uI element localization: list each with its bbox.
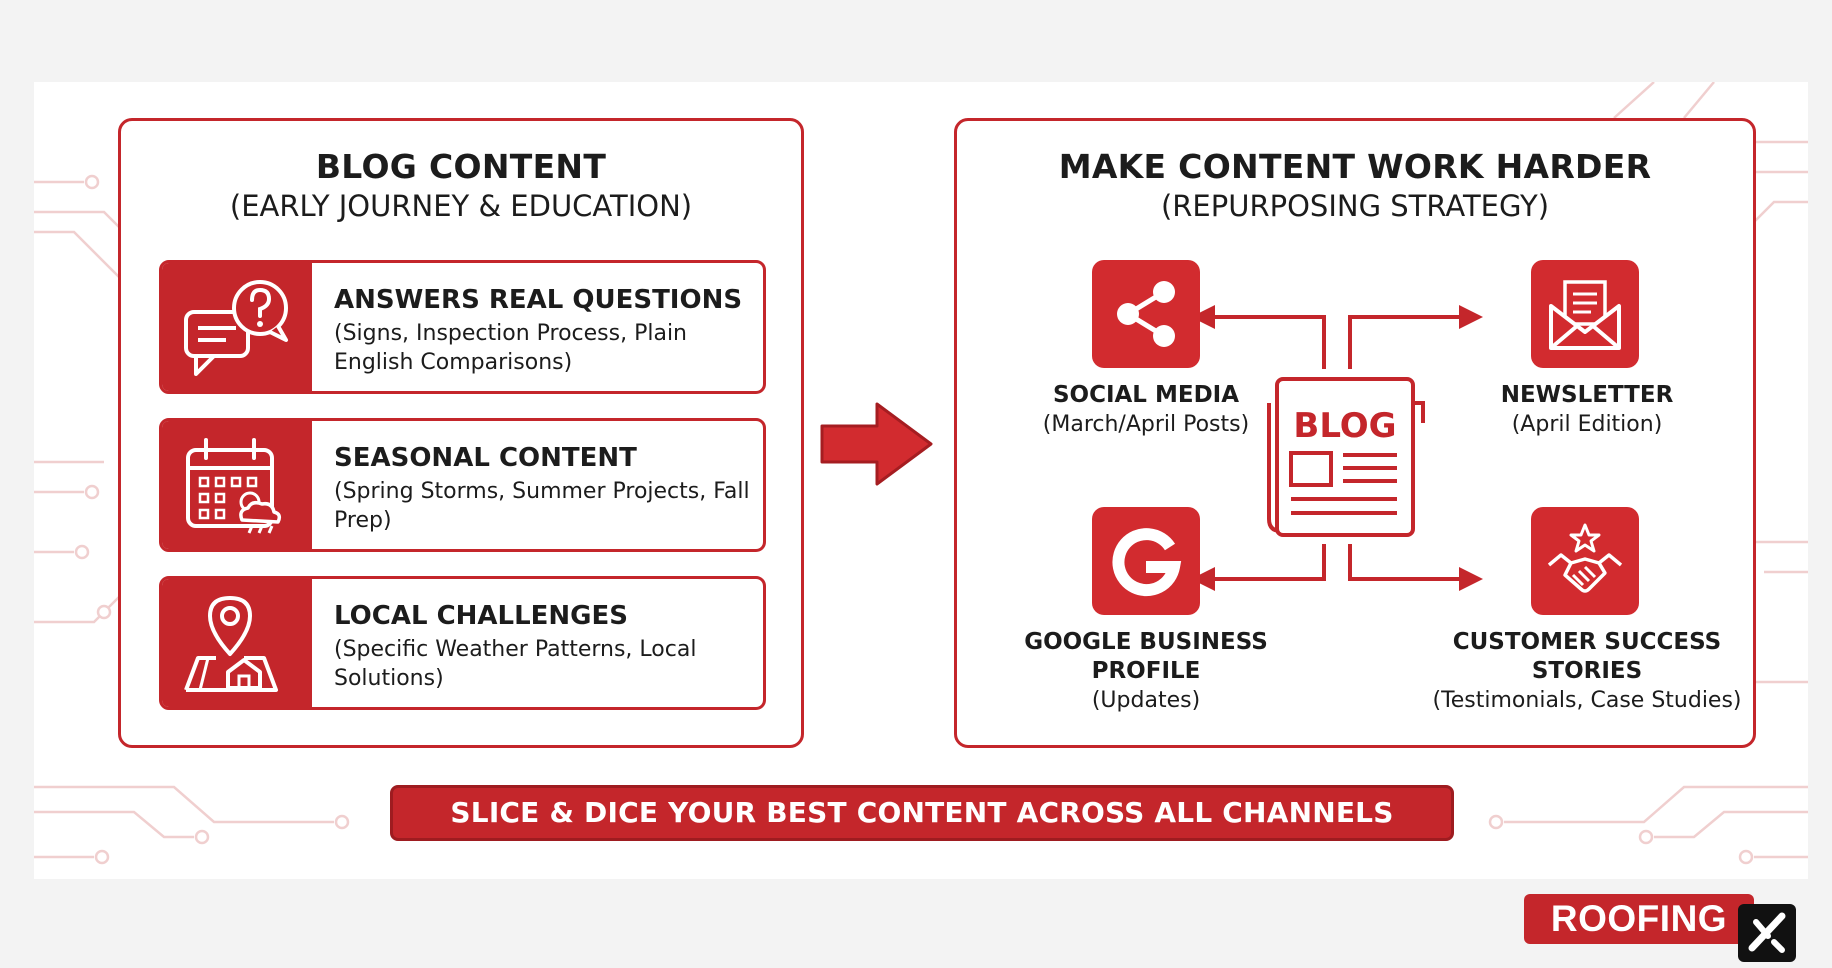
card-description: (Specific Weather Patterns, Local Soluti… (334, 637, 697, 691)
panel-subtitle: (REPURPOSING STRATEGY) (1160, 189, 1550, 223)
card-seasonal-content: SEASONAL CONTENT (Spring Storms, Summer … (159, 418, 766, 552)
flow-arrows: BLOG (1191, 305, 1483, 591)
calendar-weather-icon (186, 438, 282, 534)
panel-title: BLOG CONTENT (315, 147, 607, 186)
card-icon-bg (162, 263, 312, 391)
channel-label: SOCIAL MEDIA (1052, 382, 1240, 408)
channel-label-line: CUSTOMER SUCCESS (1452, 629, 1722, 655)
blog-hub-label: BLOG (1293, 406, 1396, 446)
envelope-icon (1549, 280, 1621, 350)
channel-label: GOOGLE BUSINESS PROFILE (986, 628, 1306, 686)
logo-x-icon (1738, 904, 1796, 962)
channel-label: NEWSLETTER (1500, 382, 1674, 408)
channel-label-line: STORIES (1531, 658, 1643, 684)
channel-sub: (Updates) (1091, 688, 1201, 713)
card-title: SEASONAL CONTENT (334, 443, 637, 473)
panel-subtitle: (EARLY JOURNEY & EDUCATION) (229, 189, 693, 223)
card-title: ANSWERS REAL QUESTIONS (334, 285, 743, 315)
blog-content-panel: BLOG CONTENT (EARLY JOURNEY & EDUCATION)… (118, 118, 804, 748)
handshake-star-icon (1547, 523, 1623, 593)
map-pin-house-icon (184, 596, 278, 692)
google-icon-tile (1092, 507, 1200, 615)
bottom-banner: SLICE & DICE YOUR BEST CONTENT ACROSS AL… (390, 785, 1454, 841)
card-icon-bg (162, 421, 312, 549)
card-local-challenges: LOCAL CHALLENGES (Specific Weather Patte… (159, 576, 766, 710)
newsletter-icon-tile (1531, 260, 1639, 368)
card-description: (Signs, Inspection Process, Plain Englis… (334, 321, 687, 375)
channel-sub: (April Edition) (1511, 412, 1663, 437)
logo-text: ROOFING (1550, 898, 1728, 939)
social-media-icon-tile (1092, 260, 1200, 368)
logo-box (1524, 894, 1754, 944)
share-icon (1117, 281, 1175, 347)
card-title: LOCAL CHALLENGES (334, 601, 629, 631)
right-arrow-icon (820, 402, 933, 486)
panel-title: MAKE CONTENT WORK HARDER (1058, 147, 1652, 186)
infographic-canvas: BLOG CONTENT (EARLY JOURNEY & EDUCATION)… (34, 82, 1808, 879)
channel-sub: (March/April Posts) (1042, 412, 1250, 437)
card-icon-bg (162, 579, 312, 707)
google-icon (1112, 528, 1182, 597)
channel-sub: (Testimonials, Case Studies) (1432, 688, 1742, 713)
card-answers-real-questions: ANSWERS REAL QUESTIONS (Signs, Inspectio… (159, 260, 766, 394)
repurposing-panel: MAKE CONTENT WORK HARDER (REPURPOSING ST… (954, 118, 1756, 748)
customer-success-icon-tile (1531, 507, 1639, 615)
channel-label-line: GOOGLE BUSINESS (1024, 629, 1268, 655)
roofing-logo: ROOFING (1524, 894, 1796, 964)
chat-question-icon (184, 280, 288, 376)
blog-newspaper-icon (1267, 377, 1425, 537)
card-description: (Spring Storms, Summer Projects, Fall Pr… (334, 479, 750, 533)
channel-label-line: PROFILE (1091, 658, 1201, 684)
channel-label: CUSTOMER SUCCESS STORIES (1427, 628, 1747, 686)
